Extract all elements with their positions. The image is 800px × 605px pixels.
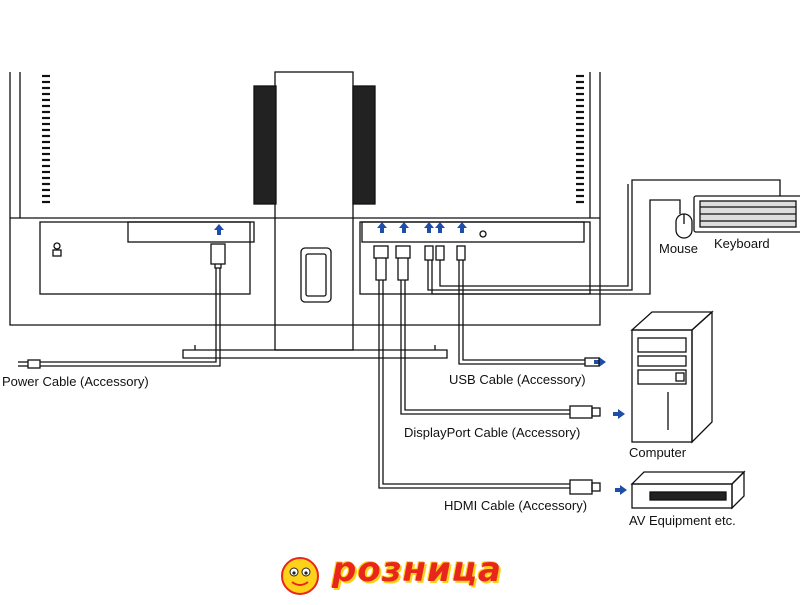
mouse-icon: [675, 213, 693, 239]
monitor-stand: [182, 71, 448, 359]
insert-arrows: [214, 222, 627, 495]
monitor-back: [9, 72, 601, 326]
displayport-cable: [395, 245, 601, 419]
keyboard-label: Keyboard: [714, 236, 770, 251]
usb-downstream-cables: [424, 179, 781, 295]
computer-label: Computer: [629, 445, 687, 460]
vent-right: [576, 74, 584, 204]
hdmi-cable: [373, 245, 601, 495]
vent-left: [42, 74, 50, 204]
usb-upstream-cable: [456, 245, 600, 367]
keyboard-icon: [693, 195, 800, 233]
power-cable: [18, 243, 226, 369]
logo-text: розница: [332, 550, 502, 590]
computer-icon: [630, 310, 714, 444]
displayport-cable-label: DisplayPort Cable (Accessory): [404, 425, 581, 440]
av-equipment-icon: [630, 470, 746, 510]
logo-mascot-icon: [281, 557, 319, 595]
hdmi-cable-label: HDMI Cable (Accessory): [444, 498, 588, 513]
rozniza-logo: розница: [270, 548, 540, 600]
power-cable-label: Power Cable (Accessory): [2, 374, 149, 389]
mouse-label: Mouse: [659, 241, 699, 256]
lock-icon: [52, 242, 62, 257]
av-equipment-label: AV Equipment etc.: [629, 513, 736, 528]
usb-cable-label: USB Cable (Accessory): [449, 372, 586, 387]
